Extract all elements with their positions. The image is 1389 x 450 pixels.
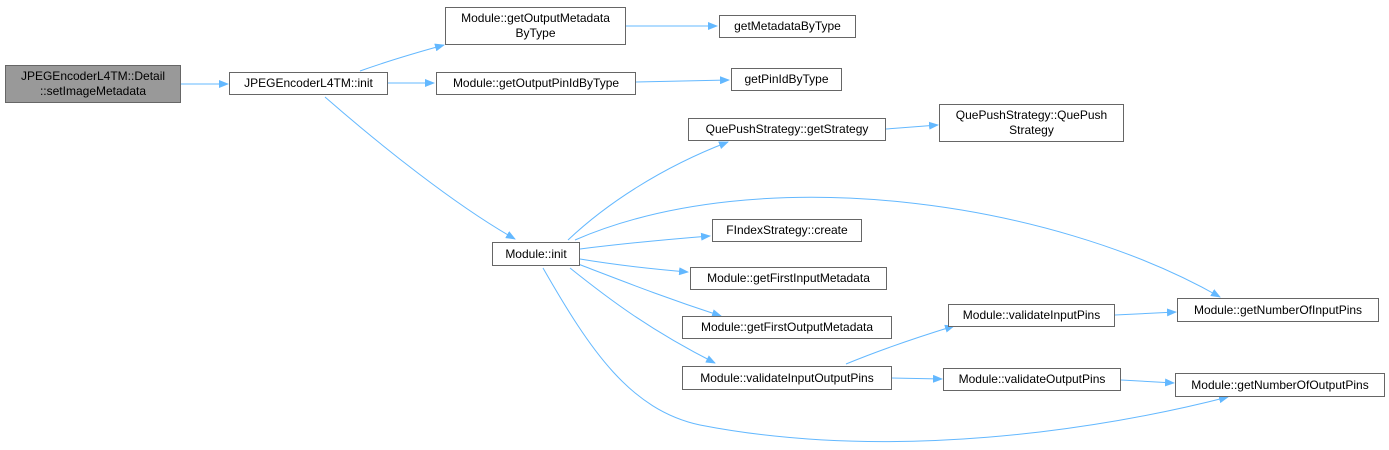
node-module-get-first-output-metadata[interactable]: Module::getFirstOutputMetadata bbox=[682, 316, 892, 339]
node-jpeg-encoder-detail-set-image-metadata[interactable]: JPEGEncoderL4TM::Detail ::setImageMetada… bbox=[5, 65, 181, 103]
node-label: getPinIdByType bbox=[744, 72, 829, 86]
edge-module-init-to-findex-create bbox=[579, 232, 711, 250]
node-get-metadata-by-type[interactable]: getMetadataByType bbox=[719, 15, 856, 38]
edge-validate-input-output-pins-to-validate-input-pins bbox=[845, 324, 955, 365]
node-label-line-1: Module::getOutputMetadata bbox=[461, 11, 610, 25]
edge-validate-input-pins-to-get-number-of-input-pins bbox=[1114, 308, 1177, 317]
edge-module-init-to-validate-input-output-pins bbox=[569, 267, 716, 364]
node-label-line-1: JPEGEncoderL4TM::Detail bbox=[20, 69, 166, 83]
node-label-line-2: ByType bbox=[515, 26, 556, 40]
node-jpeg-encoder-init[interactable]: JPEGEncoderL4TM::init bbox=[229, 72, 388, 95]
node-label: Module::getOutputPinIdByType bbox=[452, 76, 620, 90]
edge-module-init-to-que-push-get-strategy bbox=[567, 141, 729, 241]
edge-module-init-to-get-first-output-metadata bbox=[577, 263, 722, 317]
node-label: Module::getNumberOfOutputPins bbox=[1191, 377, 1369, 392]
node-module-init[interactable]: Module::init bbox=[492, 242, 580, 266]
node-module-get-output-pin-id-by-type[interactable]: Module::getOutputPinIdByType bbox=[436, 72, 636, 95]
node-label: getMetadataByType bbox=[734, 19, 841, 33]
node-label: FIndexStrategy::create bbox=[726, 223, 848, 237]
node-module-validate-input-output-pins[interactable]: Module::validateInputOutputPins bbox=[682, 366, 892, 390]
edge-validate-output-pins-to-get-number-of-output-pins bbox=[1120, 378, 1175, 387]
node-module-get-output-metadata-by-type[interactable]: Module::getOutputMetadata ByType bbox=[445, 7, 626, 45]
node-que-push-strategy-constructor[interactable]: QuePushStrategy::QuePush Strategy bbox=[939, 104, 1124, 142]
node-label-line-2: Strategy bbox=[1009, 123, 1054, 137]
node-label: Module::validateOutputPins bbox=[958, 372, 1106, 386]
edge-module-init-to-get-number-of-output-pins bbox=[542, 267, 1229, 443]
node-module-get-number-of-input-pins[interactable]: Module::getNumberOfInputPins bbox=[1177, 298, 1379, 322]
edge-get-output-pin-id-by-type-to-get-pin-id-by-type bbox=[635, 76, 730, 85]
node-label: JPEGEncoderL4TM::init bbox=[244, 76, 373, 90]
edge-validate-input-output-pins-to-validate-output-pins bbox=[890, 374, 943, 383]
edge-jpeg-init-to-get-output-metadata-by-type bbox=[359, 43, 445, 72]
edge-module-init-to-get-number-of-input-pins bbox=[574, 196, 1221, 298]
node-module-get-number-of-output-pins[interactable]: Module::getNumberOfOutputPins bbox=[1175, 373, 1385, 397]
node-module-validate-output-pins[interactable]: Module::validateOutputPins bbox=[943, 368, 1121, 391]
node-get-pin-id-by-type[interactable]: getPinIdByType bbox=[731, 68, 842, 91]
node-label: Module::validateInputPins bbox=[962, 308, 1101, 322]
edge-module-init-to-get-first-input-metadata bbox=[579, 258, 689, 276]
node-label: Module::init bbox=[505, 246, 567, 261]
node-findex-strategy-create[interactable]: FIndexStrategy::create bbox=[712, 219, 862, 242]
node-module-get-first-input-metadata[interactable]: Module::getFirstInputMetadata bbox=[690, 267, 887, 290]
node-label: QuePushStrategy::getStrategy bbox=[705, 122, 869, 136]
node-label: Module::getNumberOfInputPins bbox=[1193, 302, 1363, 317]
node-label-line-2: ::setImageMetadata bbox=[39, 84, 147, 98]
edge-que-push-get-strategy-to-que-push-ctor bbox=[885, 121, 939, 130]
node-label-line-1: QuePushStrategy::QuePush bbox=[955, 108, 1108, 122]
node-label: Module::getFirstInputMetadata bbox=[707, 271, 870, 285]
node-que-push-strategy-get-strategy[interactable]: QuePushStrategy::getStrategy bbox=[688, 118, 886, 141]
node-module-validate-input-pins[interactable]: Module::validateInputPins bbox=[948, 304, 1115, 327]
node-label: Module::validateInputOutputPins bbox=[700, 370, 874, 385]
node-label: Module::getFirstOutputMetadata bbox=[700, 320, 874, 334]
edge-jpeg-init-to-module-init bbox=[324, 96, 516, 240]
